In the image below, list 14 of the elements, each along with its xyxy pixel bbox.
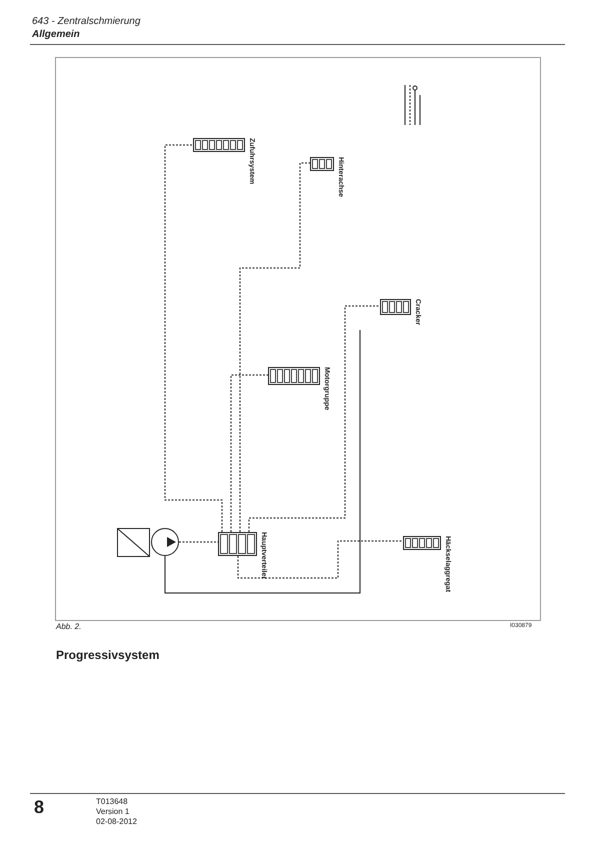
text-label: Allgemein [32,29,80,40]
text-label: 02-08-2012 [96,817,137,826]
pipe-line [238,540,404,578]
pipe-line [240,162,310,532]
text-label: Version 1 [96,807,130,816]
text-label: 643 - Zentralschmierung [32,16,140,27]
pipe-line [230,374,268,532]
text-label: T013648 [96,797,128,806]
pipe-line [248,306,380,532]
pipe-line [164,144,222,532]
text-label: Abb. 2. [56,622,82,631]
pipe-line [164,330,360,594]
text-label: Progressivsystem [56,648,160,662]
text-label: 8 [34,797,44,818]
